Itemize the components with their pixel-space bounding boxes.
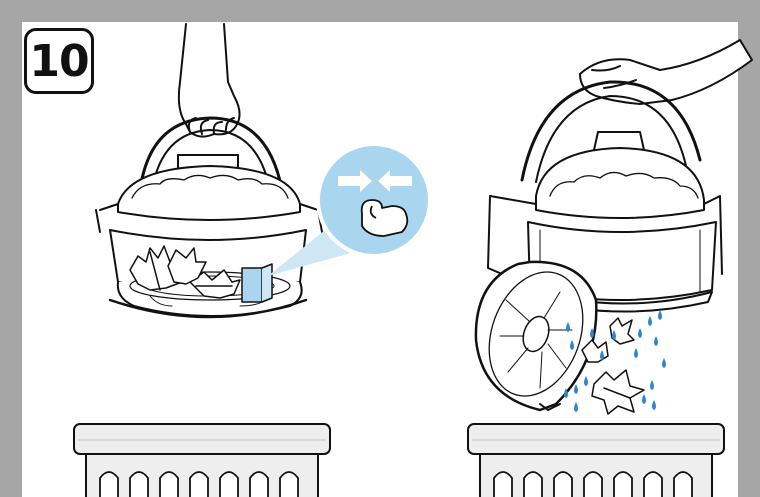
bin-vent-slot (190, 472, 208, 497)
bin-vent-slot (160, 472, 178, 497)
bin-vent-slot (494, 472, 512, 497)
bin-vent-slot (250, 472, 268, 497)
trash-bin-icon (468, 424, 724, 497)
bin-vent-slot (614, 472, 632, 497)
bin-vent-slot (584, 472, 602, 497)
step-number: 10 (24, 28, 94, 94)
bin-vent-slot (280, 472, 298, 497)
bin-vent-slot (554, 472, 572, 497)
bin-vent-slot (674, 472, 692, 497)
bin-vent-slot (220, 472, 238, 497)
bin-vent-slot (644, 472, 662, 497)
trash-bin-icon (74, 424, 330, 497)
bin-vent-slot (100, 472, 118, 497)
magnify-callout (318, 144, 430, 256)
bin-vent-slot (130, 472, 148, 497)
bin-vent-slot (524, 472, 542, 497)
latch-icon (242, 264, 272, 302)
